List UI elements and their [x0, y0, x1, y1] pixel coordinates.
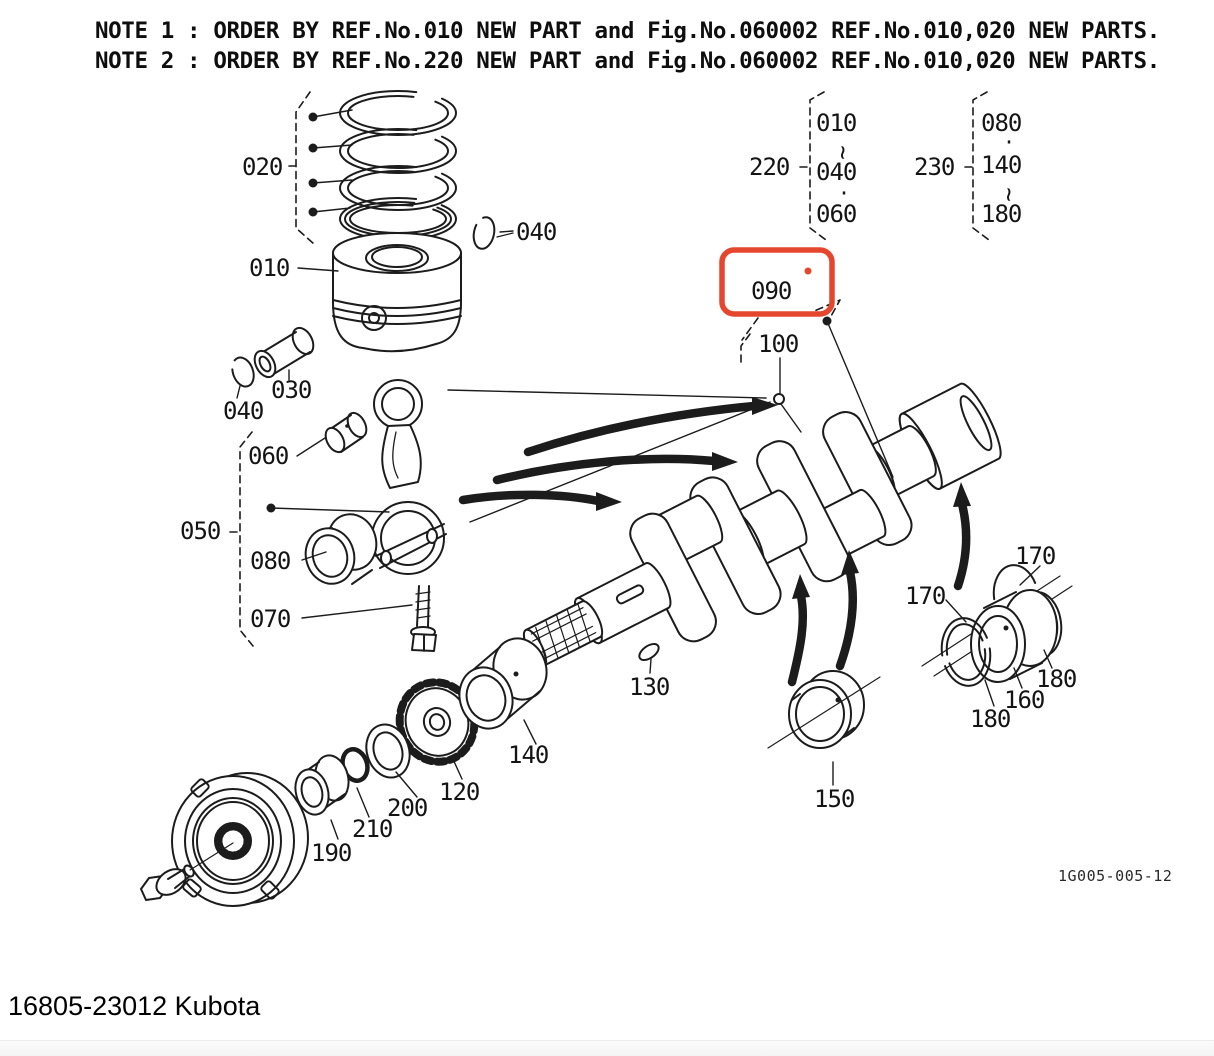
crank-pulley — [171, 772, 309, 907]
part-label-010: 010 — [249, 254, 290, 282]
part-label-010: 010 — [816, 109, 857, 137]
woodruff-key — [638, 643, 660, 661]
part-label-180: 180 — [981, 200, 1022, 228]
spacer-ring — [365, 723, 411, 779]
highlight-dot — [804, 267, 812, 275]
crank-bushing — [458, 637, 548, 730]
part-label-sep: ~ — [994, 187, 1023, 201]
part-label-sep: ~ — [828, 145, 857, 159]
connecting-rod — [371, 379, 447, 575]
part-label-080: 080 — [250, 547, 291, 575]
part-label-170: 170 — [1015, 542, 1056, 570]
part-label-sep: · — [838, 181, 850, 205]
snap-ring-left — [231, 356, 255, 388]
part-code-footer: 16805-23012 Kubota — [8, 991, 261, 1021]
rod-bolt — [410, 585, 437, 652]
part-label-070: 070 — [250, 605, 291, 633]
note-lines: NOTE 1 : ORDER BY REF.No.010 NEW PART an… — [95, 16, 1160, 76]
assembly-arrows — [458, 401, 971, 687]
part-label-060: 060 — [816, 200, 857, 228]
part-label-210: 210 — [352, 815, 393, 843]
part-label-060: 060 — [248, 442, 289, 470]
part-label-220: 220 — [749, 153, 790, 181]
part-label-170: 170 — [905, 582, 946, 610]
part-label-140: 140 — [981, 151, 1022, 179]
dashed-brackets — [229, 91, 990, 647]
piston-rings — [339, 90, 457, 241]
bearing-case-group — [921, 564, 1073, 687]
part-label-020: 020 — [242, 153, 283, 181]
part-label-180: 180 — [970, 705, 1011, 733]
pulley-bolt — [140, 842, 234, 901]
piston — [332, 232, 462, 353]
part-label-190: 190 — [311, 839, 352, 867]
part-label-100: 100 — [758, 330, 799, 358]
bottom-strip — [0, 1040, 1214, 1056]
part-label-140: 140 — [508, 741, 549, 769]
part-label-120: 120 — [439, 778, 480, 806]
part-label-040: 040 — [516, 218, 557, 246]
rod-bearing-shell — [304, 513, 378, 585]
part-label-130: 130 — [629, 673, 670, 701]
small-end-bushing — [324, 411, 368, 454]
piston-pin — [253, 326, 315, 379]
part-label-040: 040 — [223, 397, 264, 425]
part-label-080: 080 — [981, 109, 1022, 137]
part-label-150: 150 — [814, 785, 855, 813]
part-label-160: 160 — [1004, 686, 1045, 714]
arrow-heads — [596, 397, 971, 599]
drawing-number: 1G005-005-12 — [1058, 867, 1173, 885]
part-label-180: 180 — [1036, 665, 1077, 693]
collar — [294, 754, 350, 816]
part-label-200: 200 — [387, 794, 428, 822]
leader-dots — [266, 112, 832, 513]
crankshaft — [522, 382, 1002, 667]
pin-point-circle — [773, 393, 785, 405]
snap-ring-top — [472, 216, 514, 250]
part-label-230: 230 — [914, 153, 955, 181]
note-line-2: NOTE 2 : ORDER BY REF.No.220 NEW PART an… — [95, 48, 1160, 74]
part-label-030: 030 — [271, 376, 312, 404]
ring-leaders — [312, 109, 353, 213]
note-line-1: NOTE 1 : ORDER BY REF.No.010 NEW PART an… — [95, 18, 1160, 44]
highlight-box-090 — [719, 247, 835, 317]
main-bearing-shell — [767, 670, 881, 749]
part-label-090: 090 — [751, 277, 792, 305]
leader-lines — [236, 230, 1053, 840]
part-label-040: 040 — [816, 158, 857, 186]
part-label-050: 050 — [180, 517, 221, 545]
part-label-sep: · — [1003, 130, 1015, 154]
